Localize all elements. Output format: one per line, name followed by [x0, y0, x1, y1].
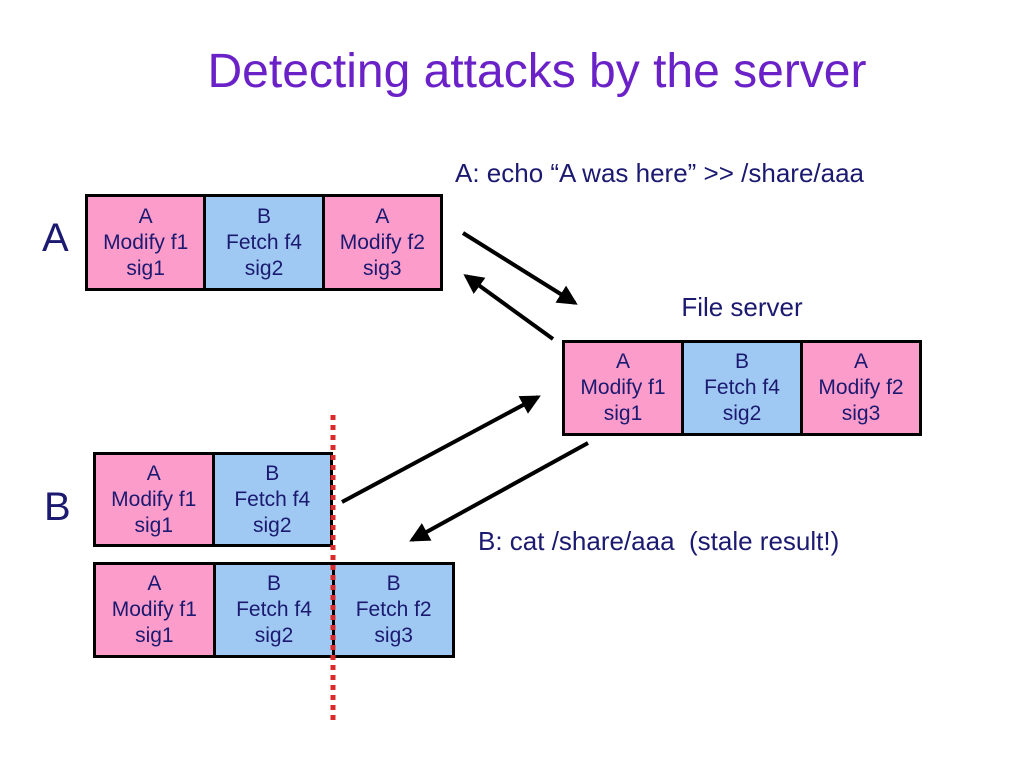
- op-cell: A Modify f2 sig3: [800, 343, 919, 433]
- file-server-label: File server: [681, 292, 803, 322]
- annotation-a-command: A: echo “A was here” >> /share/aaa: [455, 158, 865, 188]
- op-action: Modify f2: [339, 230, 425, 254]
- client-b-timeline-after: A Modify f1 sig1 B Fetch f4 sig2 B Fetch…: [93, 562, 455, 658]
- op-actor: A: [615, 350, 630, 373]
- op-action: Modify f1: [111, 598, 197, 621]
- op-actor: B: [267, 572, 282, 595]
- op-sig: sig1: [603, 402, 643, 425]
- op-action: Modify f1: [103, 230, 189, 254]
- op-action: Fetch f4: [234, 487, 311, 511]
- op-sig: sig3: [841, 402, 881, 425]
- row-b-label: B: [44, 485, 71, 529]
- op-sig: sig1: [134, 513, 174, 537]
- op-cell: A Modify f1 sig1: [88, 197, 204, 288]
- op-cell: A Modify f1 sig1: [565, 343, 681, 433]
- client-a-timeline: A Modify f1 sig1 B Fetch f4 sig2 A Modif…: [85, 194, 443, 291]
- op-actor: B: [265, 461, 280, 485]
- op-actor: A: [146, 461, 161, 485]
- op-action: Fetch f4: [704, 376, 780, 399]
- op-actor: B: [386, 572, 401, 595]
- op-sig: sig3: [363, 256, 402, 280]
- op-actor: A: [853, 350, 868, 373]
- annotation-b-command: B: cat /share/aaa (stale result!): [478, 526, 840, 556]
- op-cell: B Fetch f4 sig2: [212, 565, 333, 655]
- op-action: Fetch f2: [355, 598, 432, 621]
- client-b-timeline-before: A Modify f1 sig1 B Fetch f4 sig2: [93, 452, 333, 547]
- op-action: Modify f2: [818, 376, 904, 399]
- op-action: Fetch f4: [226, 230, 302, 254]
- op-actor: A: [147, 572, 162, 595]
- op-sig: sig1: [135, 624, 174, 647]
- arrow-b-to-server: [341, 395, 541, 504]
- op-cell: B Fetch f2 sig3: [332, 565, 453, 655]
- op-sig: sig3: [374, 624, 413, 647]
- op-action: Fetch f4: [236, 598, 312, 621]
- op-sig: sig2: [254, 624, 294, 647]
- op-cell: A Modify f1 sig1: [96, 455, 212, 544]
- file-server-timeline: A Modify f1 sig1 B Fetch f4 sig2 A Modif…: [562, 340, 922, 436]
- op-action: Modify f1: [580, 376, 666, 399]
- op-actor: B: [734, 350, 749, 373]
- op-cell: B Fetch f4 sig2: [681, 343, 800, 433]
- op-cell: A Modify f1 sig1: [96, 565, 213, 655]
- op-cell: A Modify f2 sig3: [321, 197, 440, 288]
- op-cell: B Fetch f4 sig2: [203, 197, 322, 288]
- op-sig: sig2: [722, 402, 762, 425]
- row-a-label: A: [42, 216, 69, 260]
- op-actor: A: [375, 204, 390, 228]
- op-sig: sig2: [252, 513, 292, 537]
- op-cell: B Fetch f4 sig2: [211, 455, 330, 544]
- arrow-a-to-server: [461, 231, 578, 305]
- page-title: Detecting attacks by the server: [207, 45, 867, 98]
- arrow-server-to-a: [463, 274, 555, 341]
- op-actor: B: [256, 204, 271, 228]
- op-sig: sig1: [126, 256, 165, 280]
- op-action: Modify f1: [111, 487, 197, 511]
- op-sig: sig2: [244, 256, 284, 280]
- op-actor: A: [138, 204, 153, 228]
